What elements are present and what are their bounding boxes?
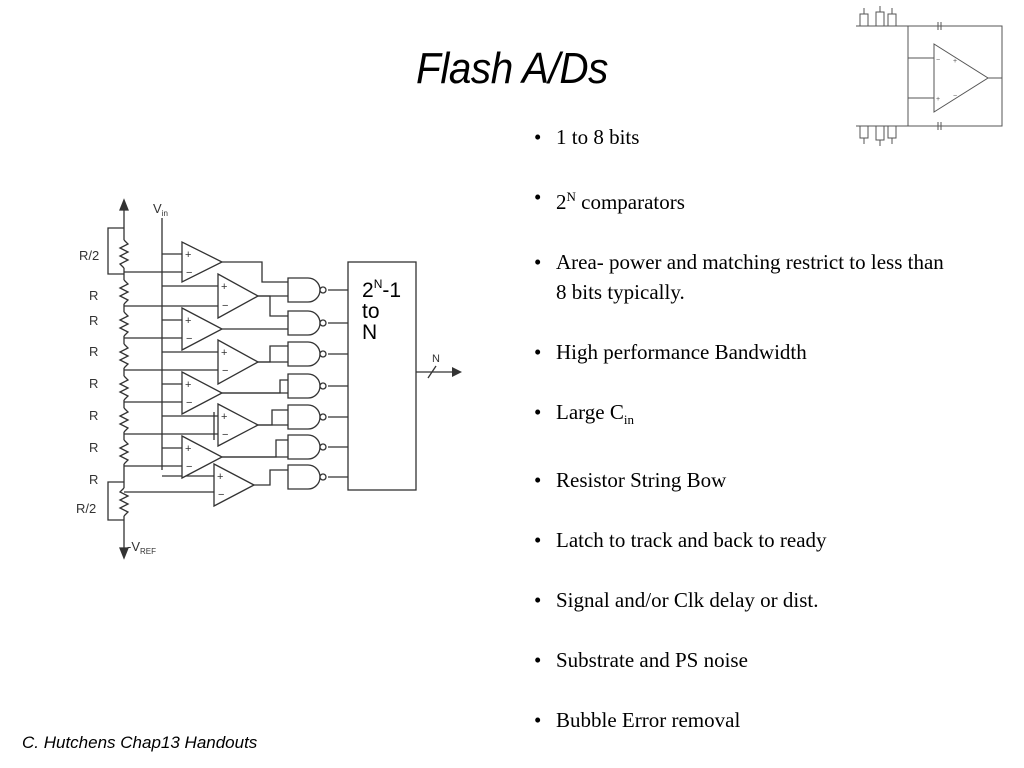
bullet-item: •Area- power and matching restrict to le… <box>534 250 944 304</box>
bullet-item: •Large Cin <box>534 400 634 428</box>
footer-text: C. Hutchens Chap13 Handouts <box>22 733 258 752</box>
resistor <box>118 375 130 401</box>
svg-text:+: + <box>185 443 191 455</box>
comparator <box>181 434 224 480</box>
bullet-text: Latch to track and back to ready <box>556 528 827 553</box>
label-r: R <box>89 472 98 487</box>
svg-text:−: − <box>186 333 192 345</box>
label-r: R <box>89 313 98 328</box>
schematic-labels: Vin R/2 R R R R R R R R/2 -VREF N <box>76 201 440 556</box>
bullet-text-sub: in <box>623 412 634 428</box>
comparator <box>217 402 260 448</box>
svg-text:+: + <box>185 379 191 391</box>
vin-label: Vin <box>153 201 168 218</box>
svg-text:−: − <box>218 489 224 501</box>
svg-text:+: + <box>936 96 940 103</box>
comparator <box>217 272 260 320</box>
comparator <box>217 338 260 386</box>
bullet-item: •2N comparators <box>534 185 685 214</box>
svg-text:+: + <box>217 471 223 483</box>
label-r-half: R/2 <box>79 248 99 263</box>
bullet-text-pre: Large C <box>556 400 624 424</box>
resistor-half-bottom <box>118 487 130 517</box>
bullet-text: Area- power and matching restrict to les… <box>556 250 944 304</box>
resistor <box>118 407 130 433</box>
svg-text:−: − <box>222 300 228 312</box>
bullet-text: 1 to 8 bits <box>556 125 640 149</box>
bullet-item: •High performance Bandwidth <box>534 340 807 364</box>
label-r-half: R/2 <box>76 501 96 516</box>
comparator <box>181 370 224 416</box>
comparator <box>213 462 256 508</box>
encoder-label-line2: to <box>362 300 380 323</box>
label-r: R <box>89 288 98 303</box>
svg-text:+: + <box>221 281 227 293</box>
label-r: R <box>89 376 98 391</box>
bullet-text: High performance Bandwidth <box>556 340 807 364</box>
bullet-text-pre: 2 <box>556 190 567 214</box>
resistor <box>118 311 130 337</box>
bullet-list: •1 to 8 bits •2N comparators •Area- powe… <box>534 122 954 765</box>
bullet-item: •Resistor String Bow <box>534 468 727 493</box>
svg-text:−: − <box>186 397 192 409</box>
svg-text:+: + <box>221 347 227 359</box>
nand-gate <box>287 434 321 460</box>
svg-text:−: − <box>222 429 228 441</box>
svg-text:+: + <box>185 249 191 261</box>
resistor <box>118 439 130 465</box>
encoder-label-line1: 2N-1 <box>362 277 401 302</box>
label-r: R <box>89 440 98 455</box>
vref-label: -VREF <box>127 539 156 556</box>
bullet-text: Bubble Error removal <box>556 708 741 733</box>
resistor <box>118 343 130 369</box>
bullet-text: Signal and/or Clk delay or dist. <box>556 588 819 613</box>
schematic-wiring <box>107 198 218 560</box>
nand-gate <box>287 373 321 399</box>
nand-gate <box>287 310 321 336</box>
label-r: R <box>89 408 98 423</box>
nand-gate <box>287 341 321 367</box>
bullet-item: •Bubble Error removal <box>534 708 741 733</box>
svg-text:−: − <box>186 267 192 279</box>
comparator-signs: + − + − + − + − + − + − + − + − <box>185 249 228 501</box>
encoder-labels: 2N-1 to N <box>362 277 401 344</box>
gate-array <box>287 277 327 490</box>
bullet-item: •Signal and/or Clk delay or dist. <box>534 588 819 613</box>
comparator-array <box>181 240 260 508</box>
bullet-text-post: comparators <box>575 190 685 214</box>
encoder-label-line3: N <box>362 321 377 344</box>
bullet-item: •Substrate and PS noise <box>534 648 748 673</box>
resistor <box>118 279 130 305</box>
bullet-text: Resistor String Bow <box>556 468 727 493</box>
gate-wiring <box>213 261 348 486</box>
label-r: R <box>89 344 98 359</box>
svg-text:−: − <box>953 93 957 100</box>
svg-text:−: − <box>222 365 228 377</box>
svg-text:−: − <box>186 461 192 473</box>
slide-title: Flash A/Ds <box>416 44 608 93</box>
bullet-text-sup: N <box>566 189 576 204</box>
comparator <box>181 306 224 352</box>
bullet-item: •Latch to track and back to ready <box>534 528 827 553</box>
svg-text:+: + <box>185 315 191 327</box>
svg-text:+: + <box>221 411 227 423</box>
nand-gate <box>287 464 321 490</box>
bus-width-label: N <box>432 353 440 365</box>
comparator <box>181 240 224 284</box>
nand-gate <box>287 277 321 303</box>
resistor-half-top <box>118 239 130 269</box>
encoder-block <box>347 261 417 491</box>
nand-gate <box>287 404 321 430</box>
bullet-text: Substrate and PS noise <box>556 648 748 673</box>
bullet-item: •1 to 8 bits <box>534 125 640 149</box>
